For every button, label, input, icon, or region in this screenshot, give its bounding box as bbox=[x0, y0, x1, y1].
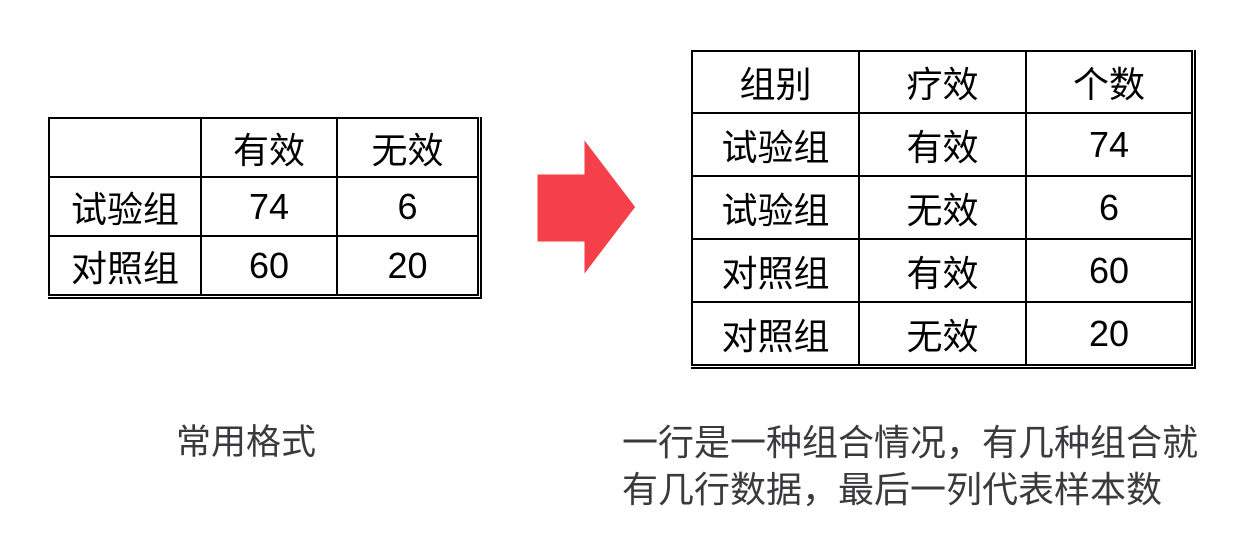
left-table-wrapper: 有效 无效 试验组 74 6 对照组 60 20 bbox=[48, 117, 482, 299]
left-header-cell-effective: 有效 bbox=[200, 117, 338, 178]
row-label-cell: 对照组 bbox=[48, 235, 202, 296]
left-table-caption: 常用格式 bbox=[176, 423, 317, 462]
count-cell: 74 bbox=[1025, 112, 1193, 177]
right-table: 组别 疗效 个数 试验组 有效 74 试验组 无效 6 对照组 有效 60 对照… bbox=[691, 50, 1193, 366]
right-caption-line-1: 一行是一种组合情况，有几种组合就 bbox=[622, 422, 1199, 463]
outcome-cell: 无效 bbox=[858, 175, 1027, 240]
count-cell: 60 bbox=[1025, 238, 1193, 303]
left-table-row: 对照组 60 20 bbox=[48, 235, 479, 296]
left-table-row: 试验组 74 6 bbox=[48, 176, 479, 237]
right-table-header-row: 组别 疗效 个数 bbox=[691, 50, 1193, 114]
transform-arrow-icon bbox=[534, 131, 640, 283]
outcome-cell: 有效 bbox=[858, 112, 1027, 177]
right-arrow-shape bbox=[534, 131, 639, 283]
right-table-row: 试验组 无效 6 bbox=[691, 175, 1193, 240]
left-header-cell-ineffective: 无效 bbox=[336, 117, 479, 178]
right-header-cell-group: 组别 bbox=[691, 50, 860, 114]
group-cell: 对照组 bbox=[691, 301, 860, 366]
outcome-cell: 无效 bbox=[858, 301, 1027, 366]
count-cell: 6 bbox=[1025, 175, 1193, 240]
right-arrow-icon bbox=[534, 131, 639, 283]
right-header-cell-count: 个数 bbox=[1025, 50, 1193, 114]
right-table-row: 对照组 无效 20 bbox=[691, 301, 1193, 366]
left-header-cell-blank bbox=[48, 117, 202, 178]
right-table-row: 对照组 有效 60 bbox=[691, 238, 1193, 303]
row-label-cell: 试验组 bbox=[48, 176, 202, 237]
left-table-header-row: 有效 无效 bbox=[48, 117, 479, 178]
value-cell: 6 bbox=[336, 176, 479, 237]
left-table: 有效 无效 试验组 74 6 对照组 60 20 bbox=[48, 117, 479, 296]
group-cell: 对照组 bbox=[691, 238, 860, 303]
right-table-wrapper: 组别 疗效 个数 试验组 有效 74 试验组 无效 6 对照组 有效 60 对照… bbox=[691, 50, 1196, 369]
group-cell: 试验组 bbox=[691, 112, 860, 177]
right-table-caption: 一行是一种组合情况，有几种组合就 有几行数据，最后一列代表样本数 bbox=[622, 419, 1198, 513]
count-cell: 20 bbox=[1025, 301, 1193, 366]
value-cell: 20 bbox=[336, 235, 479, 296]
value-cell: 74 bbox=[200, 176, 338, 237]
outcome-cell: 有效 bbox=[858, 238, 1027, 303]
right-table-row: 试验组 有效 74 bbox=[691, 112, 1193, 177]
value-cell: 60 bbox=[200, 235, 338, 296]
group-cell: 试验组 bbox=[691, 175, 860, 240]
right-caption-line-2: 有几行数据，最后一列代表样本数 bbox=[622, 469, 1163, 510]
right-header-cell-outcome: 疗效 bbox=[858, 50, 1027, 114]
